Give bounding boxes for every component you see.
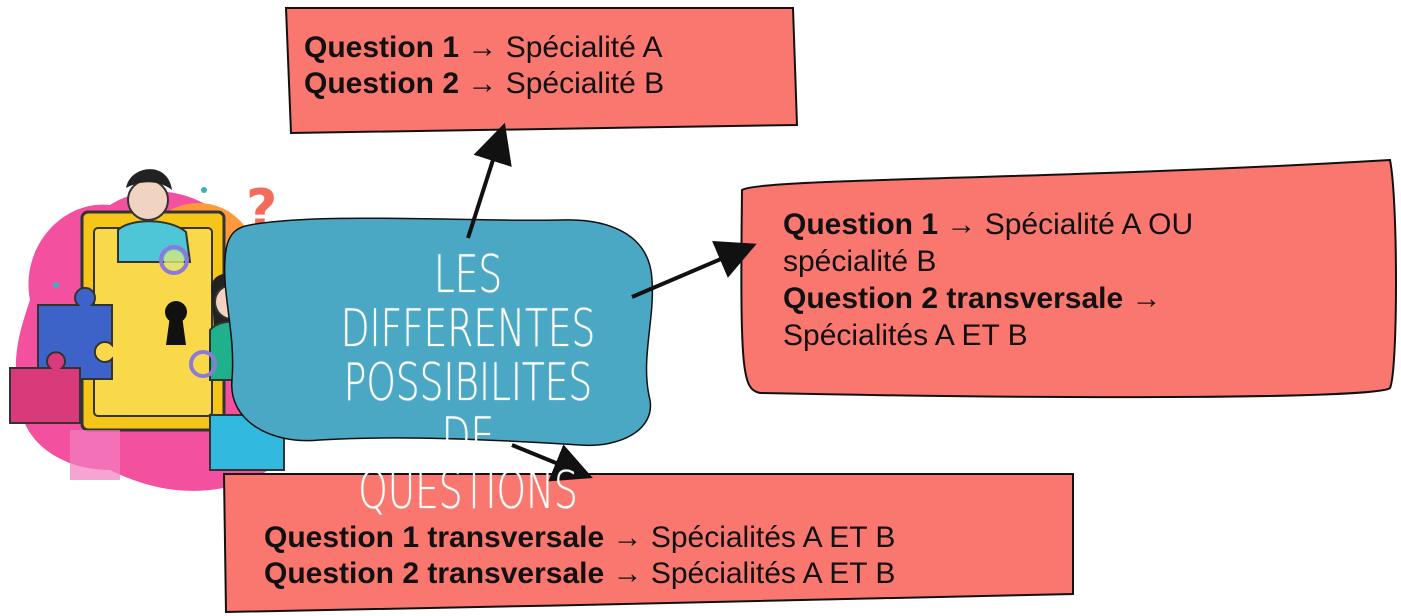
center-title: LES DIFFERENTES POSSIBILITES DE QUESTION… [324,248,612,518]
box-bottom-text: Question 1 transversale → Spécialités A … [264,520,895,592]
box-bottom-line: Question 1 transversale → Spécialités A … [264,520,895,556]
keyhole-icon [165,301,187,345]
person-top-icon [117,169,192,275]
box-top-shape [284,7,799,135]
box-top-line: Question 1 → Spécialité A [304,30,664,66]
center-title-line: POSSIBILITES DE [343,353,593,467]
box-right-line: Question 1 → Spécialité A OU [783,206,1193,243]
answer-text: → Spécialités A ET B [604,521,896,554]
box-right-text: Question 1 → Spécialité A OU spécialité … [783,206,1193,354]
box-bottom-shape [222,473,1074,614]
question-label: Question 2 transversale [783,282,1124,315]
box-right-line: spécialité B [783,243,1193,280]
answer-text: → Spécialité A [459,31,663,64]
box-top-text: Question 1 → Spécialité A Question 2 → S… [304,30,664,102]
answer-text: Spécialités A ET B [783,319,1028,352]
answer-text: → [1123,282,1162,315]
arrow-to-right [631,241,757,299]
question-label: Question 2 transversale [264,557,605,590]
puzzle-piece-icon [70,430,120,480]
illustration-people-puzzle: ? [9,169,314,491]
answer-text: → Spécialités A ET B [604,557,896,590]
answer-text: → Spécialité A OU [938,208,1194,241]
answer-text: → Spécialité B [459,67,665,100]
box-right-shape [740,158,1397,399]
box-bottom-line: Question 2 transversale → Spécialités A … [264,556,895,592]
arrow-to-top [466,122,512,239]
puzzle-piece-icon [9,351,81,424]
box-right-line: Spécialités A ET B [783,317,1193,354]
question-label: Question 1 [783,208,939,241]
question-label: Question 1 transversale [264,521,605,554]
center-title-line: QUESTIONS [358,461,578,521]
box-right-line: Question 2 transversale → [783,280,1193,317]
answer-text: spécialité B [783,245,937,278]
box-top-line: Question 2 → Spécialité B [304,66,664,102]
question-label: Question 2 [304,67,460,100]
center-title-line: LES DIFFERENTES [340,245,596,359]
arrow-to-bottom [511,443,593,482]
question-label: Question 1 [304,31,460,64]
